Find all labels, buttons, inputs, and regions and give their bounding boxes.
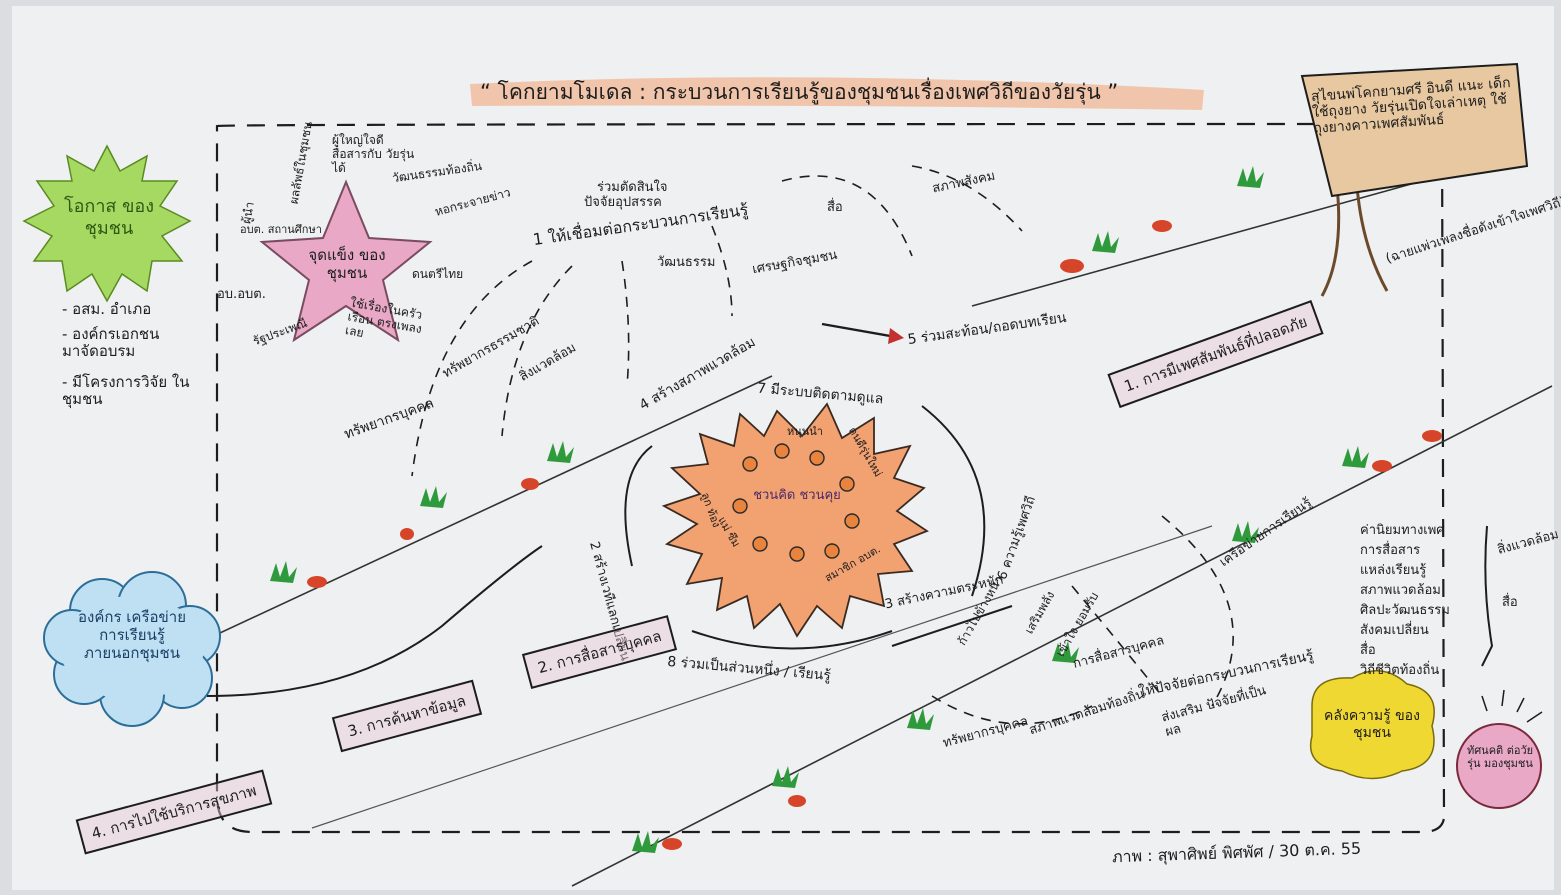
wealth-label: คลังความรู้ ของชุมชน	[1324, 708, 1420, 741]
resource-item: สภาพแวดล้อม	[1360, 583, 1441, 598]
star-note: ผู้ใหญ่ใจดี สื่อสารกับ วัยรุ่นได้	[332, 133, 415, 175]
cycle-arc-right	[921, 405, 986, 597]
strength-label: จุดแข็ง ของชุมชน	[308, 246, 386, 282]
seed-marks	[307, 220, 1442, 850]
flow-label: ปัจจัยอุปสรรค	[584, 195, 662, 210]
list-brace	[1481, 525, 1494, 667]
sign-board	[1300, 62, 1529, 198]
arrow-bottom-right	[891, 605, 1013, 647]
community-boundary	[215, 122, 1446, 834]
path-line-stairs	[311, 525, 1213, 829]
opportunity-item: - อสม. อำเภอ	[62, 300, 152, 318]
page-title: “ โคกยามโมเดล : กระบวนการเรียนรู้ของชุมช…	[480, 80, 1119, 104]
dash-arc-2	[501, 265, 573, 437]
arrow-network	[206, 545, 543, 697]
resource-item: สื่อ	[1360, 643, 1376, 658]
resource-item: วิถีชีวิตท้องถิ่น	[1360, 663, 1440, 678]
dash-arc-1	[411, 260, 533, 477]
resource-item: ศิลปะวัฒนธรรม	[1360, 603, 1450, 618]
dash-arc-8	[1071, 585, 1163, 697]
title-highlight	[470, 77, 1204, 110]
dash-arc-5	[781, 175, 913, 257]
dash-arc-9	[931, 695, 1093, 725]
tree-trunk	[1320, 185, 1389, 297]
cycle-arc-bottom	[691, 630, 893, 650]
network-cloud	[43, 571, 221, 727]
outcome-ball	[1456, 723, 1542, 809]
grass-tufts	[270, 166, 1369, 853]
core-center: ชวนคิด ชวนคุย	[753, 488, 841, 503]
flow-label: สื่อ	[827, 200, 843, 215]
opportunity-item: - องค์กรเอกชน มาจัดอบรม	[62, 325, 160, 361]
wealth-blob	[1309, 670, 1435, 780]
resource-item: การสื่อสาร	[1360, 543, 1421, 558]
brace-label: สื่อ	[1502, 595, 1518, 610]
ball-spark	[1481, 689, 1543, 723]
core-burst	[661, 402, 929, 638]
flow-label: วัฒนธรรม	[657, 255, 716, 270]
strength-star	[259, 179, 433, 343]
opportunity-item: - มีโครงการวิจัย ในชุมชน	[62, 373, 190, 409]
opportunity-burst	[22, 144, 192, 303]
star-note: อบต. สถานศึกษา	[240, 223, 322, 236]
dash-arc-3	[621, 260, 630, 387]
dash-arc-7	[1161, 515, 1234, 707]
cycle-arc-left	[624, 445, 653, 567]
star-note: อบ.อบต.	[217, 287, 266, 302]
resource-item: ค่านิยมทางเพศ	[1360, 523, 1445, 538]
resource-item: แหล่งเรียนรู้	[1360, 563, 1427, 578]
arrowhead-step5	[888, 328, 904, 344]
arrow-to-step5	[821, 322, 891, 338]
path-line-left	[191, 375, 773, 647]
people-ring	[732, 443, 860, 562]
opportunity-label: โอกาส ของชุมชน	[63, 196, 155, 239]
diagram-lines	[22, 62, 1553, 887]
diagram-poster: “ โคกยามโมเดล : กระบวนการเรียนรู้ของชุมช…	[12, 6, 1561, 890]
flow-label: ร่วมตัดสินใจ	[597, 180, 668, 195]
dash-arc-4	[711, 225, 733, 317]
core-ring-label: หนุนนำ	[787, 425, 823, 438]
resource-item: สังคมเปลี่ยน	[1360, 623, 1429, 638]
dash-arc-6	[911, 165, 1023, 232]
network-label: องค์กร เครือข่าย การเรียนรู้ ภายนอกชุมชน	[78, 608, 186, 662]
star-note: ดนตรีไทย	[412, 267, 464, 281]
outcome-label: ทัศนคติ ต่อวัยรุ่น มองชุมชน	[1466, 744, 1534, 771]
